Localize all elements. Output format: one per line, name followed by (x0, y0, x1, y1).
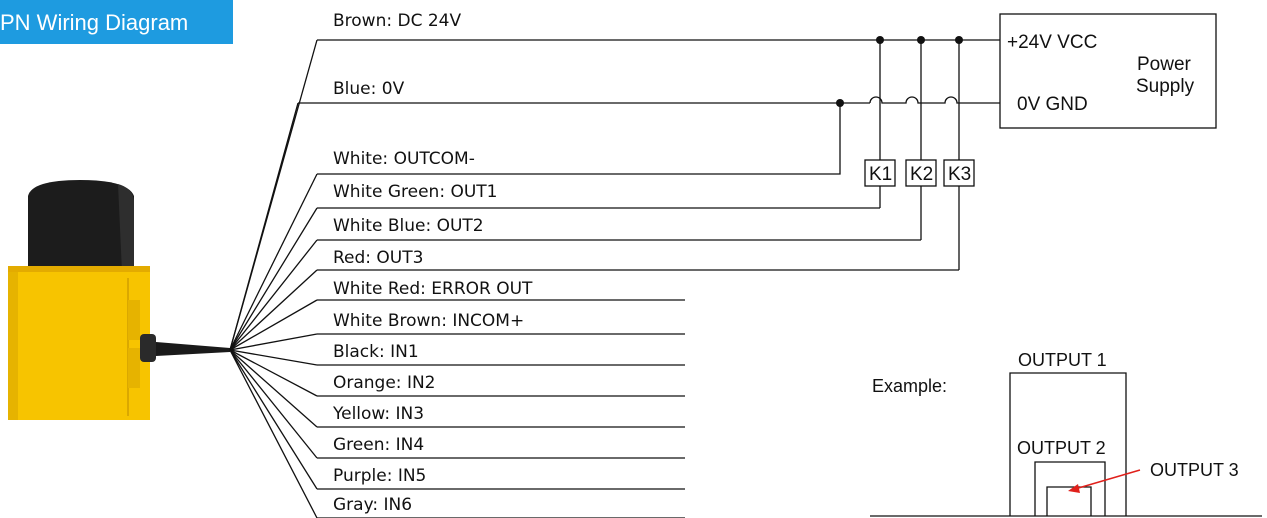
wire-label: White Brown: INCOM+ (333, 311, 524, 331)
diagram-title: PN Wiring Diagram (0, 10, 188, 35)
wire-green (229, 349, 318, 459)
wire-black (229, 349, 318, 366)
wire-yellow (229, 349, 318, 428)
wire-label: Green: IN4 (333, 435, 424, 455)
junction-dot (876, 36, 884, 44)
junction-dot (917, 36, 925, 44)
relay-k2: K2 (905, 159, 937, 187)
output1-label: OUTPUT 1 (1018, 350, 1107, 370)
junction-dot (955, 36, 963, 44)
power-supply-name-line1: Power (1137, 54, 1192, 75)
wire-label: White Blue: OUT2 (333, 216, 484, 236)
laser-scanner-device (8, 180, 230, 420)
wire-white-brown (229, 333, 318, 351)
wire-label: Yellow: IN3 (332, 404, 424, 424)
junction-dot (836, 99, 844, 107)
relay-k1: K1 (864, 159, 896, 187)
wire-gray (229, 349, 318, 518)
wire-label: Orange: IN2 (333, 373, 436, 393)
relay-k3: K3 (943, 159, 975, 187)
relay-k3-label: K3 (948, 164, 971, 185)
example-label: Example: (872, 376, 947, 396)
wire-purple (229, 349, 318, 490)
wire-label: White Red: ERROR OUT (333, 279, 533, 299)
output2-label: OUTPUT 2 (1017, 438, 1106, 458)
power-supply: +24V VCC 0V GND Power Supply (999, 13, 1217, 129)
wire-label: Gray: IN6 (333, 495, 412, 515)
power-supply-name-line2: Supply (1136, 76, 1195, 97)
arrow-head-icon (1068, 484, 1080, 493)
wire-runs (298, 39, 1000, 518)
example-zones: Example: OUTPUT 1 OUTPUT 2 OUTPUT 3 (870, 350, 1262, 517)
relay-k2-label: K2 (910, 164, 933, 185)
wire-label: Brown: DC 24V (333, 11, 461, 31)
output3-arrow (1074, 469, 1141, 490)
gnd-label: 0V GND (1017, 94, 1088, 115)
wire-label: Black: IN1 (333, 342, 419, 362)
wire-label: Blue: 0V (333, 79, 405, 99)
wire-white-red (229, 299, 318, 351)
vcc-label: +24V VCC (1007, 32, 1097, 53)
title-banner (0, 0, 233, 44)
output3-label: OUTPUT 3 (1150, 460, 1239, 480)
wire-label: Purple: IN5 (333, 466, 426, 486)
wire-white-green (229, 207, 318, 351)
wire-red (229, 269, 318, 351)
wire-orange (229, 349, 318, 397)
relay-k1-label: K1 (869, 164, 892, 185)
wire-blue (229, 102, 299, 351)
wire-label: White: OUTCOM- (333, 149, 475, 169)
wire-white (229, 173, 318, 351)
wire-bundle (229, 39, 318, 518)
wire-white-blue (229, 239, 318, 351)
relay-lines (879, 40, 960, 270)
wire-label: White Green: OUT1 (333, 182, 497, 202)
wire-label: Red: OUT3 (333, 248, 423, 268)
wire-labels: Brown: DC 24V Blue: 0V White: OUTCOM- Wh… (332, 11, 533, 515)
